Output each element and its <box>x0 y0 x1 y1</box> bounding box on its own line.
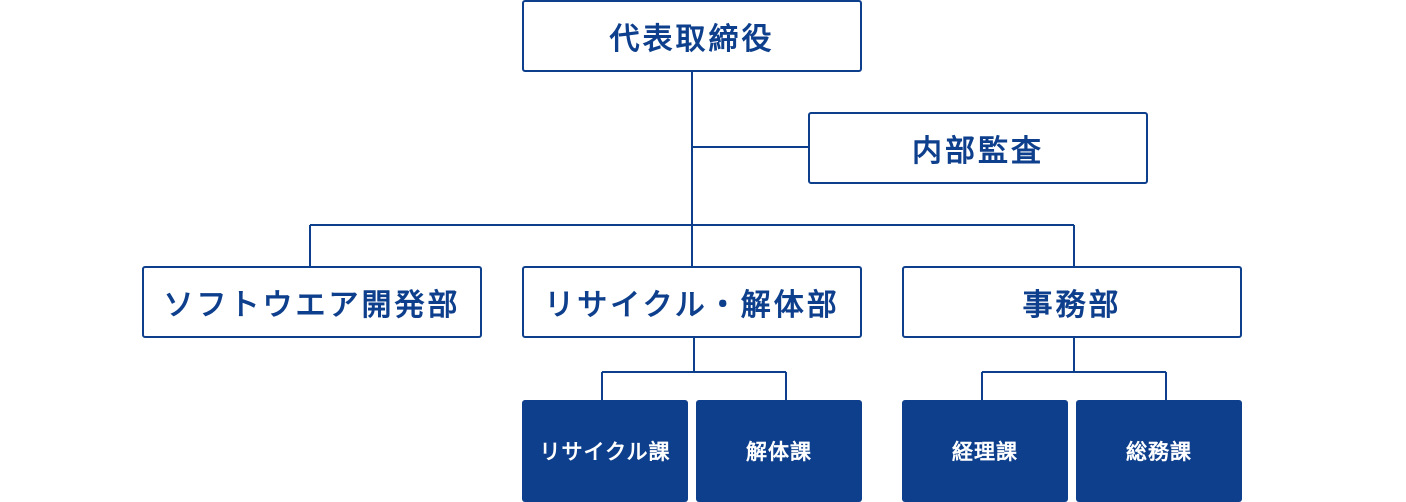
recycle-demolition-dept-box: リサイクル・解体部 <box>522 266 862 338</box>
general-affairs-section-box: 総務課 <box>1076 400 1242 502</box>
admin-dept-box: 事務部 <box>902 266 1242 338</box>
internal-audit-box: 内部監査 <box>808 112 1148 184</box>
ceo-box: 代表取締役 <box>522 0 862 72</box>
accounting-section-box: 経理課 <box>902 400 1068 502</box>
recycle-section-box: リサイクル課 <box>522 400 688 502</box>
software-dept-box: ソフトウエア開発部 <box>142 266 482 338</box>
demolition-section-box: 解体課 <box>696 400 862 502</box>
